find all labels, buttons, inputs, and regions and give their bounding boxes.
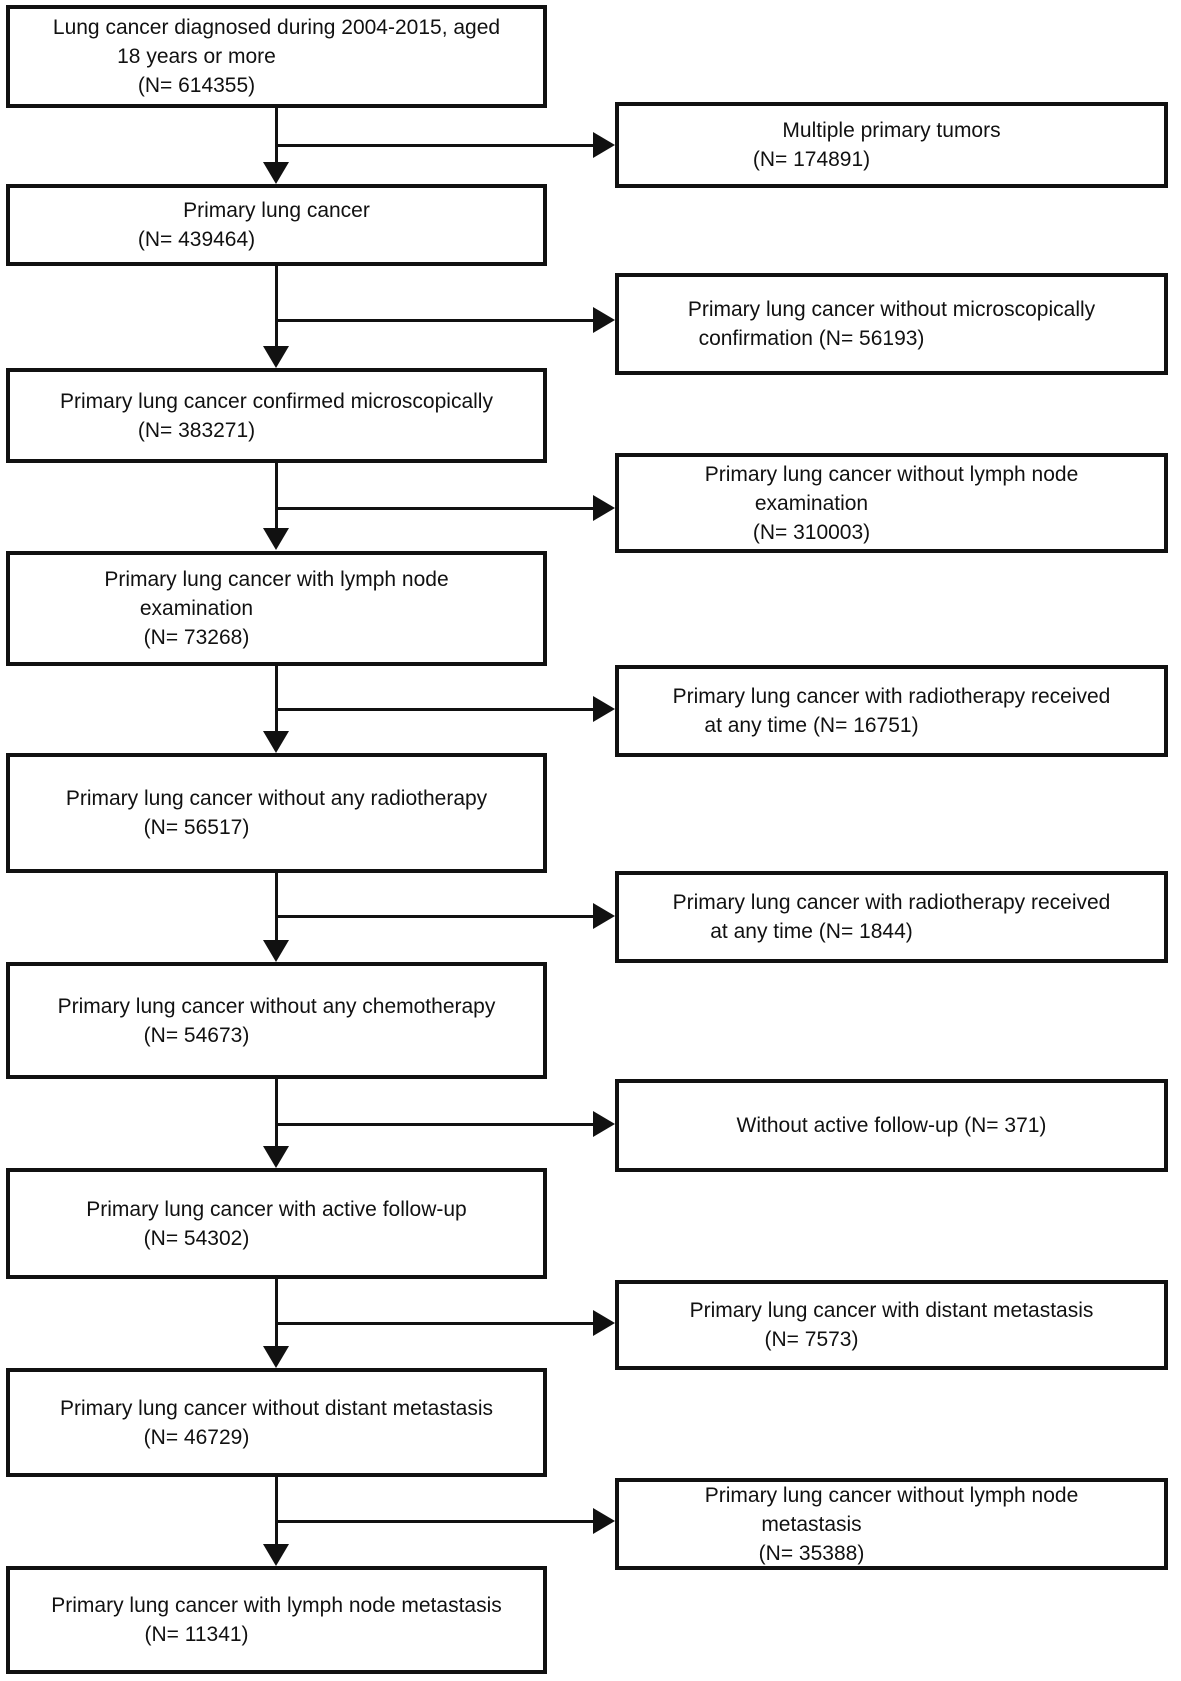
node-text-line: Primary lung cancer without lymph node	[704, 1483, 1079, 1507]
node-text-line: Primary lung cancer with radiotherapy re…	[672, 685, 1111, 708]
branch-arrow-line-3	[277, 507, 595, 510]
node-count-line: (N= 54673)	[143, 1023, 250, 1047]
branch-arrow-head-7	[593, 1310, 615, 1336]
down-arrow-head-5	[263, 940, 289, 962]
flow-node-without-chemotherapy: Primary lung cancer without any chemothe…	[6, 962, 547, 1079]
flow-node-without-radiotherapy: Primary lung cancer without any radiothe…	[6, 753, 547, 873]
branch-arrow-line-2	[277, 319, 595, 322]
down-arrow-head-3	[263, 528, 289, 550]
node-text-line: 18 years or more	[117, 45, 276, 68]
down-arrow-line-7	[275, 1277, 278, 1348]
node-count-line: (N= 35388)	[758, 1541, 865, 1565]
down-arrow-line-3	[275, 461, 278, 530]
branch-arrow-head-6	[593, 1111, 615, 1137]
node-text-line: Primary lung cancer without any chemothe…	[57, 994, 496, 1018]
down-arrow-line-4	[275, 664, 278, 733]
down-arrow-line-5	[275, 871, 278, 942]
branch-arrow-line-7	[277, 1322, 595, 1325]
node-count-line: (N= 56517)	[143, 816, 250, 839]
branch-arrow-head-4	[593, 696, 615, 722]
branch-arrow-line-4	[277, 708, 595, 711]
down-arrow-line-6	[275, 1077, 278, 1148]
branch-arrow-line-6	[277, 1123, 595, 1126]
node-text-line: Lung cancer diagnosed during 2004-2015, …	[52, 16, 501, 39]
node-count-line: (N= 46729)	[143, 1425, 250, 1449]
node-text-line: Without active follow-up (N= 371)	[736, 1114, 1047, 1137]
excluded-node-without-microscopic-confirmation: Primary lung cancer without microscopica…	[615, 273, 1168, 375]
flow-node-without-distant-metastasis: Primary lung cancer without distant meta…	[6, 1368, 547, 1477]
node-count-line: at any time (N= 1844)	[710, 920, 913, 943]
flow-node-lymph-node-metastasis: Primary lung cancer with lymph node meta…	[6, 1566, 547, 1674]
excluded-node-multiple-primary-tumors: Multiple primary tumors (N= 174891)	[615, 102, 1168, 188]
excluded-node-without-lymph-node-metastasis: Primary lung cancer without lymph node m…	[615, 1478, 1168, 1570]
down-arrow-head-1	[263, 162, 289, 184]
node-count-line: at any time (N= 16751)	[704, 714, 919, 737]
node-count-line: (N= 7573)	[764, 1328, 859, 1351]
branch-arrow-line-1	[277, 144, 595, 147]
excluded-node-distant-metastasis: Primary lung cancer with distant metasta…	[615, 1280, 1168, 1370]
down-arrow-line-2	[275, 264, 278, 348]
flow-node-diagnosed: Lung cancer diagnosed during 2004-2015, …	[6, 5, 547, 108]
excluded-node-without-active-follow-up: Without active follow-up (N= 371)	[615, 1079, 1168, 1172]
node-count-line: (N= 310003)	[752, 520, 871, 544]
node-text-line: Multiple primary tumors	[782, 119, 1001, 142]
node-count-line: (N= 54302)	[143, 1226, 250, 1250]
down-arrow-head-4	[263, 731, 289, 753]
node-text-line: Primary lung cancer with lymph node meta…	[51, 1594, 502, 1617]
node-text-line: Primary lung cancer with active follow-u…	[86, 1197, 467, 1221]
down-arrow-head-8	[263, 1544, 289, 1566]
down-arrow-line-1	[275, 106, 278, 164]
branch-arrow-line-5	[277, 915, 595, 918]
down-arrow-head-6	[263, 1146, 289, 1168]
flow-node-confirmed-microscopically: Primary lung cancer confirmed microscopi…	[6, 368, 547, 463]
node-text-line: Primary lung cancer without distant meta…	[59, 1396, 493, 1420]
branch-arrow-line-8	[277, 1520, 595, 1523]
node-text-line: Primary lung cancer confirmed microscopi…	[60, 389, 493, 413]
node-text-line: Primary lung cancer without any radiothe…	[65, 787, 488, 810]
excluded-node-radiotherapy-received-1: Primary lung cancer with radiotherapy re…	[615, 665, 1168, 757]
node-count-line: confirmation (N= 56193)	[698, 327, 925, 350]
branch-arrow-head-8	[593, 1508, 615, 1534]
branch-arrow-head-5	[593, 903, 615, 929]
node-text-line: Primary lung cancer without microscopica…	[687, 298, 1096, 321]
excluded-node-without-lymph-node-examination: Primary lung cancer without lymph node e…	[615, 453, 1168, 553]
node-text-line: Primary lung cancer with distant metasta…	[689, 1299, 1094, 1322]
node-text-line: metastasis	[761, 1512, 862, 1536]
branch-arrow-head-1	[593, 132, 615, 158]
node-count-line: (N= 174891)	[752, 148, 871, 171]
down-arrow-head-7	[263, 1346, 289, 1368]
down-arrow-line-8	[275, 1475, 278, 1546]
node-text-line: Primary lung cancer	[183, 199, 370, 222]
node-text-line: examination	[139, 597, 254, 620]
branch-arrow-head-3	[593, 495, 615, 521]
flow-node-primary-lung-cancer: Primary lung cancer (N= 439464)	[6, 184, 547, 266]
node-count-line: (N= 73268)	[143, 626, 250, 649]
node-text-line: Primary lung cancer without lymph node	[704, 462, 1079, 486]
down-arrow-head-2	[263, 346, 289, 368]
node-text-line: Primary lung cancer with radiotherapy re…	[672, 891, 1111, 914]
branch-arrow-head-2	[593, 307, 615, 333]
flow-node-lymph-node-examination: Primary lung cancer with lymph node exam…	[6, 551, 547, 666]
node-text-line: examination	[754, 491, 869, 515]
node-count-line: (N= 11341)	[144, 1623, 249, 1646]
node-count-line: (N= 614355)	[137, 74, 256, 97]
flow-node-active-follow-up: Primary lung cancer with active follow-u…	[6, 1168, 547, 1279]
node-count-line: (N= 439464)	[137, 228, 256, 251]
node-count-line: (N= 383271)	[137, 418, 256, 442]
node-text-line: Primary lung cancer with lymph node	[104, 568, 449, 591]
excluded-node-radiotherapy-received-2: Primary lung cancer with radiotherapy re…	[615, 871, 1168, 963]
